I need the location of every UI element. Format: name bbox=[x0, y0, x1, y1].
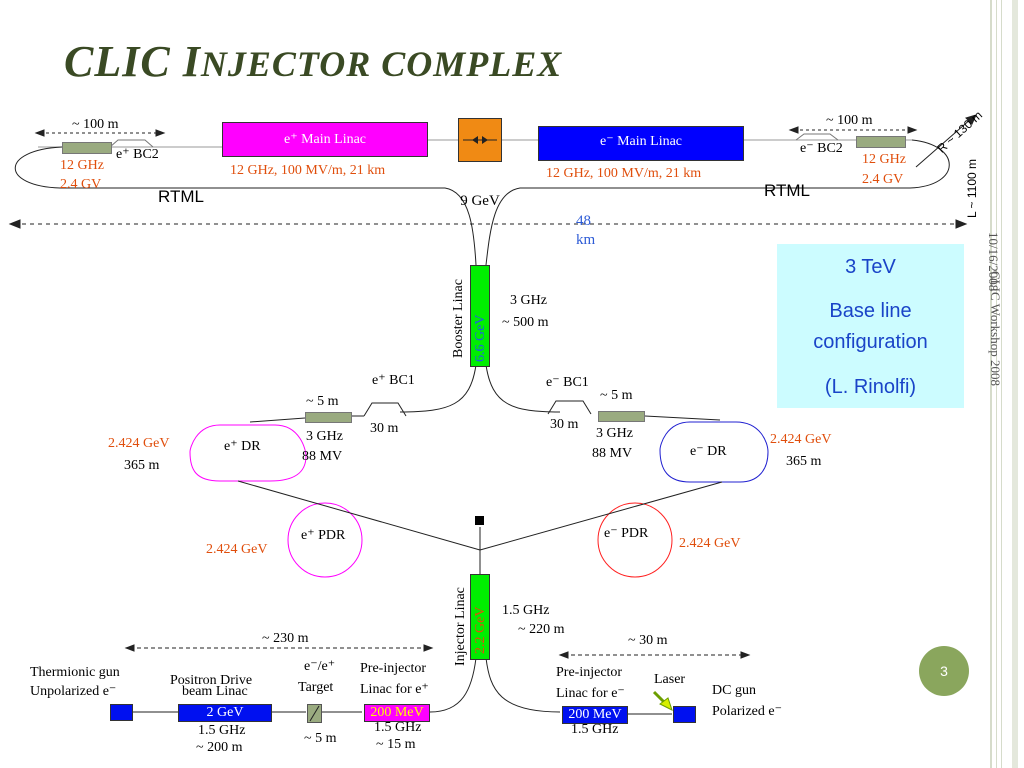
bc2-left-distance: ~ 100 m bbox=[72, 117, 119, 132]
injector-linac-name: Injector Linac bbox=[453, 587, 468, 666]
bc1-left-voltage: 88 MV bbox=[302, 449, 343, 464]
pdr-right-energy: 2.424 GeV bbox=[679, 536, 741, 551]
info-box-energy: 3 TeV bbox=[845, 256, 896, 278]
bc1-left-label: e⁺ BC1 bbox=[372, 373, 415, 388]
drive-linac-label-1: Positron Drive bbox=[170, 673, 253, 688]
drive-linac-length: ~ 200 m bbox=[196, 740, 243, 755]
bc1-left-length: 30 m bbox=[370, 421, 399, 436]
positron-bc2-block bbox=[62, 142, 112, 154]
pre-injector-electron-freq: 1.5 GHz bbox=[571, 722, 619, 737]
drive-linac-block: 2 GeV bbox=[178, 704, 272, 722]
energy-9-gev-label: 9 GeV bbox=[460, 193, 500, 209]
length-48-km-label: 48 km bbox=[576, 213, 596, 248]
bc1-right-label: e⁻ BC1 bbox=[546, 375, 589, 390]
interaction-point-box bbox=[458, 118, 502, 162]
rtml-right-label: RTML bbox=[764, 181, 810, 200]
info-box-line2: Base line bbox=[829, 300, 912, 322]
pre-injector-electron-label-2: Linac for e⁻ bbox=[556, 686, 625, 701]
dc-gun-block bbox=[673, 706, 696, 723]
unpolarized-label: Unpolarized e⁻ bbox=[30, 684, 117, 699]
pre-injector-positron-length: ~ 15 m bbox=[376, 737, 416, 752]
info-box-author: (L. Rinolfi) bbox=[824, 376, 917, 398]
electron-bc1-block bbox=[598, 411, 645, 422]
junction-marker bbox=[475, 516, 484, 525]
target-block bbox=[307, 704, 322, 723]
pre-injector-positron-block: 200 MeV bbox=[364, 704, 430, 722]
drive-linac-label-2: beam Linac bbox=[182, 684, 248, 699]
booster-linac-name: Booster Linac bbox=[451, 279, 466, 358]
dr-right-label: e⁻ DR bbox=[690, 444, 727, 459]
pre-injector-positron-freq: 1.5 GHz bbox=[374, 720, 422, 735]
page-title: CLIC Injector complex bbox=[64, 37, 563, 86]
pdr-right-label: e⁻ PDR bbox=[604, 526, 649, 541]
booster-linac-box bbox=[470, 265, 490, 367]
bc2-right-freq: 12 GHz bbox=[862, 152, 906, 167]
pdr-left-label: e⁺ PDR bbox=[301, 528, 346, 543]
bc1-right-freq: 3 GHz bbox=[596, 426, 633, 441]
target-distance: ~ 5 m bbox=[304, 731, 337, 746]
span-30-label: ~ 30 m bbox=[628, 633, 668, 648]
booster-length: ~ 500 m bbox=[502, 315, 549, 330]
bc1-right-length: 30 m bbox=[550, 417, 579, 432]
target-label-2: Target bbox=[298, 680, 334, 695]
info-box: 3 TeV Base line configuration (L. Rinolf… bbox=[777, 244, 964, 408]
dr-left-energy: 2.424 GeV bbox=[108, 436, 170, 451]
bc2-right-voltage: 2.4 GV bbox=[862, 172, 904, 187]
electron-main-linac: e⁻ Main Linac bbox=[538, 126, 744, 161]
dc-gun-label: DC gun bbox=[712, 683, 756, 698]
pre-injector-electron-block: 200 MeV bbox=[562, 706, 628, 724]
bc1-left-freq: 3 GHz bbox=[306, 429, 343, 444]
positron-main-linac-params: 12 GHz, 100 MV/m, 21 km bbox=[230, 163, 386, 178]
drive-linac-freq: 1.5 GHz bbox=[198, 723, 246, 738]
bc1-left-distance: ~ 5 m bbox=[306, 394, 339, 409]
injector-energy-label: 2.2 GeV bbox=[473, 606, 488, 654]
booster-energy-label: 6.6 GeV bbox=[473, 314, 488, 362]
polarized-label: Polarized e⁻ bbox=[712, 704, 782, 719]
bc2-right-label: e⁻ BC2 bbox=[800, 141, 843, 156]
dr-right-circumference: 365 m bbox=[786, 454, 822, 469]
bc2-left-freq: 12 GHz bbox=[60, 158, 104, 173]
positron-bc1-block bbox=[305, 412, 352, 423]
injector-freq: 1.5 GHz bbox=[502, 603, 550, 618]
bc2-left-voltage: 2.4 GV bbox=[60, 177, 102, 192]
electron-bc2-block bbox=[856, 136, 906, 148]
thermionic-gun-label: Thermionic gun bbox=[30, 665, 120, 680]
positron-main-linac: e⁺ Main Linac bbox=[222, 122, 428, 157]
injector-linac-box bbox=[470, 574, 490, 660]
dr-left-label: e⁺ DR bbox=[224, 439, 261, 454]
info-box-line3: configuration bbox=[813, 331, 928, 353]
span-230-label: ~ 230 m bbox=[262, 631, 309, 646]
bc2-right-distance: ~ 100 m bbox=[826, 113, 873, 128]
pdr-left-energy: 2.424 GeV bbox=[206, 542, 268, 557]
bc1-right-distance: ~ 5 m bbox=[600, 388, 633, 403]
injector-length: ~ 220 m bbox=[518, 622, 565, 637]
booster-freq: 3 GHz bbox=[510, 293, 547, 308]
bc2-left-label: e⁺ BC2 bbox=[116, 147, 159, 162]
dr-left-circumference: 365 m bbox=[124, 458, 160, 473]
page-number-badge: 3 bbox=[919, 646, 969, 696]
bc1-right-voltage: 88 MV bbox=[592, 446, 633, 461]
pre-injector-positron-label-2: Linac for e⁺ bbox=[360, 682, 429, 697]
footer-workshop: CLIC Workshop 2008 bbox=[988, 271, 1003, 386]
electron-main-linac-params: 12 GHz, 100 MV/m, 21 km bbox=[546, 166, 702, 181]
pre-injector-electron-label-1: Pre-injector bbox=[556, 665, 623, 680]
laser-label: Laser bbox=[654, 672, 686, 687]
dr-right-energy: 2.424 GeV bbox=[770, 432, 832, 447]
rtml-left-label: RTML bbox=[158, 187, 204, 206]
target-label-1: e⁻/e⁺ bbox=[304, 659, 336, 674]
ring-length-label: L ~ 1100 m bbox=[965, 158, 979, 218]
pre-injector-positron-label-1: Pre-injector bbox=[360, 661, 427, 676]
thermionic-gun-block bbox=[110, 704, 133, 721]
